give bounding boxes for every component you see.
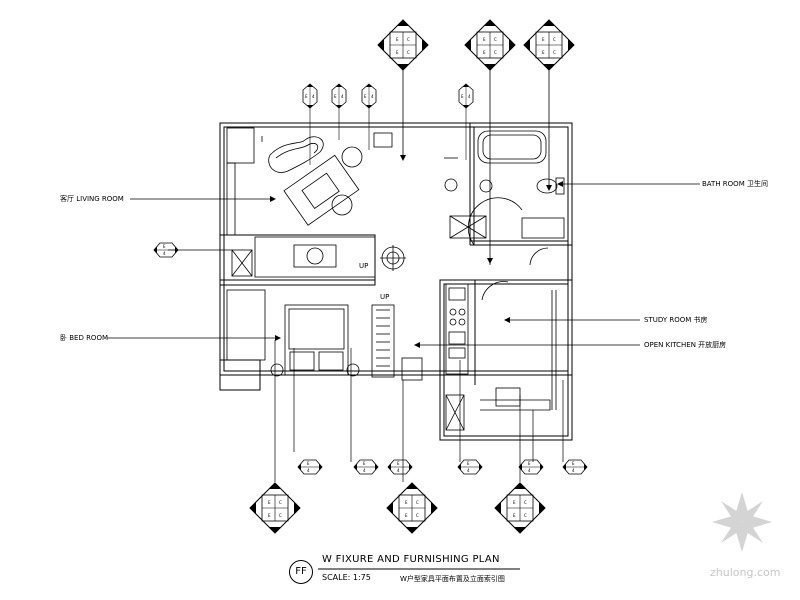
living-room-label: 客厅 LIVING ROOM (60, 195, 124, 203)
section-callout-bottom-5 (518, 459, 544, 475)
study-furniture (445, 247, 557, 431)
elevation-callout-top-3 (523, 19, 575, 71)
section-callout-top-3 (361, 83, 377, 109)
tv-cabinet (231, 236, 376, 278)
up-label-2: UP (380, 293, 390, 301)
drawing-scale: SCALE: 1:75 (322, 573, 371, 582)
bottom-reference-lines (274, 340, 564, 482)
watermark-logo (712, 492, 772, 552)
drawing-title: W FIXURE AND FURNISHING PLAN (322, 554, 500, 565)
elevation-callout-top-2 (464, 19, 516, 71)
watermark-text: zhulong.com (710, 566, 781, 579)
bath-room-label: BATH ROOM 卫生间 (702, 180, 768, 188)
bed-room-label: 卧 BED ROOM (60, 334, 108, 342)
elevation-callout-bottom-2 (386, 482, 438, 534)
open-kitchen-label: OPEN KITCHEN 开放厨房 (644, 341, 727, 349)
elevation-callout-bottom-3 (494, 482, 546, 534)
kitchen-counter (445, 283, 469, 375)
up-label-1: UP (359, 262, 369, 270)
elevation-callout-top-1 (377, 19, 429, 71)
section-callout-bottom-6 (562, 459, 588, 475)
section-callout-top-4 (458, 83, 474, 109)
living-room-furniture (226, 127, 393, 236)
outer-walls (219, 122, 573, 441)
section-callout-bottom-4 (457, 459, 483, 475)
section-callout-bottom-2 (353, 459, 379, 475)
section-callout-left (153, 242, 179, 258)
study-room-label: STUDY ROOM 书房 (644, 316, 708, 324)
drawing-badge: FF (289, 560, 313, 584)
drawing-subtitle-cn: W户型家具平面布置及立面索引图 (400, 575, 505, 583)
leader-lines (107, 183, 700, 346)
section-callout-bottom-1 (297, 459, 323, 475)
section-callout-top-2 (331, 83, 347, 109)
section-callout-bottom-3 (387, 459, 413, 475)
bedroom-furniture (226, 289, 423, 381)
round-table (380, 245, 406, 271)
section-callout-top-1 (302, 83, 318, 109)
bathroom-fixtures (444, 130, 565, 246)
elevation-callout-bottom-1 (249, 482, 301, 534)
